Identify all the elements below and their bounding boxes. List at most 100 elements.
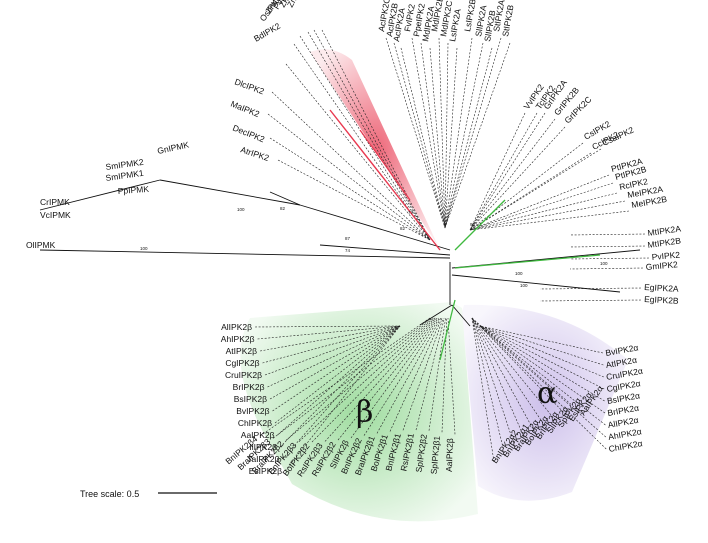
leaf-branch bbox=[277, 159, 431, 241]
leaf-branch bbox=[444, 42, 449, 229]
leaf-branch bbox=[469, 210, 630, 231]
leaf-label: BsIPK2β bbox=[234, 394, 267, 404]
leaf-branch bbox=[469, 200, 626, 231]
leaf-branch bbox=[444, 42, 484, 229]
leaf-branch bbox=[444, 47, 493, 229]
leaf-branch bbox=[444, 47, 458, 229]
leaf-branch bbox=[267, 325, 401, 388]
beta-clade-label: β bbox=[356, 395, 373, 430]
leaf-branch bbox=[402, 317, 444, 431]
leaf-branch bbox=[447, 317, 456, 435]
internal-branch bbox=[419, 304, 453, 326]
leaf-branch bbox=[479, 325, 606, 438]
bootstrap-value: 100 bbox=[520, 283, 528, 288]
leaf-label: AaIPK2β bbox=[444, 438, 455, 472]
leaf-branch bbox=[376, 317, 442, 434]
leaf-label: TaIPK2β bbox=[247, 454, 279, 464]
tree-scale-label: Tree scale: 0.5 bbox=[80, 489, 139, 499]
leaf-branch bbox=[313, 29, 431, 241]
leaf-label: CruIPK2β bbox=[225, 370, 262, 380]
leaf-branch bbox=[479, 325, 604, 378]
bootstrap-value: 100 bbox=[237, 207, 245, 212]
leaf-branch bbox=[420, 42, 446, 229]
internal-branch bbox=[39, 179, 161, 211]
alpha-clade-label: α bbox=[537, 376, 557, 411]
leaf-branch bbox=[479, 325, 607, 450]
leaf-branch bbox=[267, 113, 431, 241]
leaf-branch bbox=[539, 287, 642, 290]
leaf-label: BdIPK2 bbox=[252, 21, 282, 44]
leaf-branch bbox=[285, 63, 431, 241]
leaf-branch bbox=[279, 325, 401, 448]
leaf-branch bbox=[471, 317, 539, 439]
leaf-branch bbox=[479, 325, 606, 414]
leaf-label: ChIPK2β bbox=[238, 418, 272, 428]
leaf-branch bbox=[469, 148, 602, 231]
leaf-branch bbox=[324, 317, 437, 442]
bootstrap-value: 100 bbox=[600, 261, 608, 266]
leaf-branch bbox=[569, 267, 644, 270]
leaf-branch bbox=[411, 37, 446, 229]
leaf-branch bbox=[469, 192, 618, 231]
leaf-label: BrIPK2β bbox=[233, 382, 265, 392]
leaf-label: GmIPK2 bbox=[645, 259, 678, 272]
bootstrap-value: 100 bbox=[515, 271, 523, 276]
leaf-branch bbox=[415, 317, 445, 431]
clade-highlights bbox=[240, 49, 628, 522]
leaf-branch bbox=[350, 317, 439, 439]
leaf-label: CrIPMK bbox=[40, 197, 70, 207]
leaf-label: AlIPK2β bbox=[221, 322, 252, 332]
internal-branch bbox=[451, 304, 471, 327]
leaf-branch bbox=[469, 152, 592, 231]
leaf-branch bbox=[444, 37, 502, 229]
bootstrap-value: 98 bbox=[470, 222, 476, 227]
leaf-label: BvIPK2β bbox=[236, 406, 269, 416]
leaf-branch bbox=[479, 325, 605, 390]
internal-branch bbox=[319, 244, 451, 256]
internal-branch bbox=[159, 179, 301, 206]
leaf-branch bbox=[257, 325, 401, 340]
internal-branch bbox=[451, 274, 621, 293]
bootstrap-value: 77 bbox=[408, 210, 414, 215]
leaf-branch bbox=[539, 299, 642, 302]
leaf-branch bbox=[469, 118, 556, 231]
leaf-label: DlcIPK2 bbox=[233, 76, 266, 96]
leaf-label: DecIPK2 bbox=[231, 123, 266, 145]
leaf-branch bbox=[469, 126, 566, 231]
leaf-branch bbox=[269, 325, 401, 400]
tree-branches bbox=[39, 29, 650, 472]
leaf-label: MtIPK2B bbox=[647, 235, 682, 250]
green-branch bbox=[439, 299, 456, 361]
leaf-branch bbox=[569, 257, 650, 260]
leaf-branch bbox=[471, 317, 528, 445]
red-clade-shade bbox=[310, 49, 442, 253]
leaf-label: EgIPK2B bbox=[644, 294, 679, 306]
leaf-branch bbox=[363, 317, 440, 436]
leaf-branch bbox=[271, 91, 431, 241]
leaf-label: AaIPK2β bbox=[241, 430, 275, 440]
leaf-label: IlIPK2β bbox=[249, 442, 277, 452]
beta-clade-shade bbox=[240, 302, 478, 522]
leaf-label: SpIPK2β1 bbox=[429, 435, 442, 474]
leaf-branch bbox=[393, 42, 446, 229]
red-clade-branch bbox=[329, 109, 441, 251]
bootstrap-value: 82 bbox=[400, 226, 406, 231]
leaf-branch bbox=[469, 112, 526, 231]
red-clade-branch bbox=[359, 129, 411, 201]
green-branch bbox=[454, 199, 506, 251]
leaf-branch bbox=[471, 317, 561, 427]
leaf-label: OlIPMK bbox=[26, 240, 56, 250]
leaf-branch bbox=[569, 233, 646, 236]
leaf-branch bbox=[264, 325, 401, 376]
alpha-clade-shade bbox=[462, 304, 628, 501]
leaf-branch bbox=[389, 317, 443, 432]
leaf-branch bbox=[311, 317, 436, 443]
leaf-label: PvIPK2 bbox=[651, 250, 680, 262]
leaf-branch bbox=[400, 47, 446, 229]
leaf-branch bbox=[274, 325, 401, 424]
leaf-branch bbox=[254, 325, 401, 328]
leaf-branch bbox=[471, 317, 550, 433]
leaf-branch bbox=[444, 37, 473, 229]
